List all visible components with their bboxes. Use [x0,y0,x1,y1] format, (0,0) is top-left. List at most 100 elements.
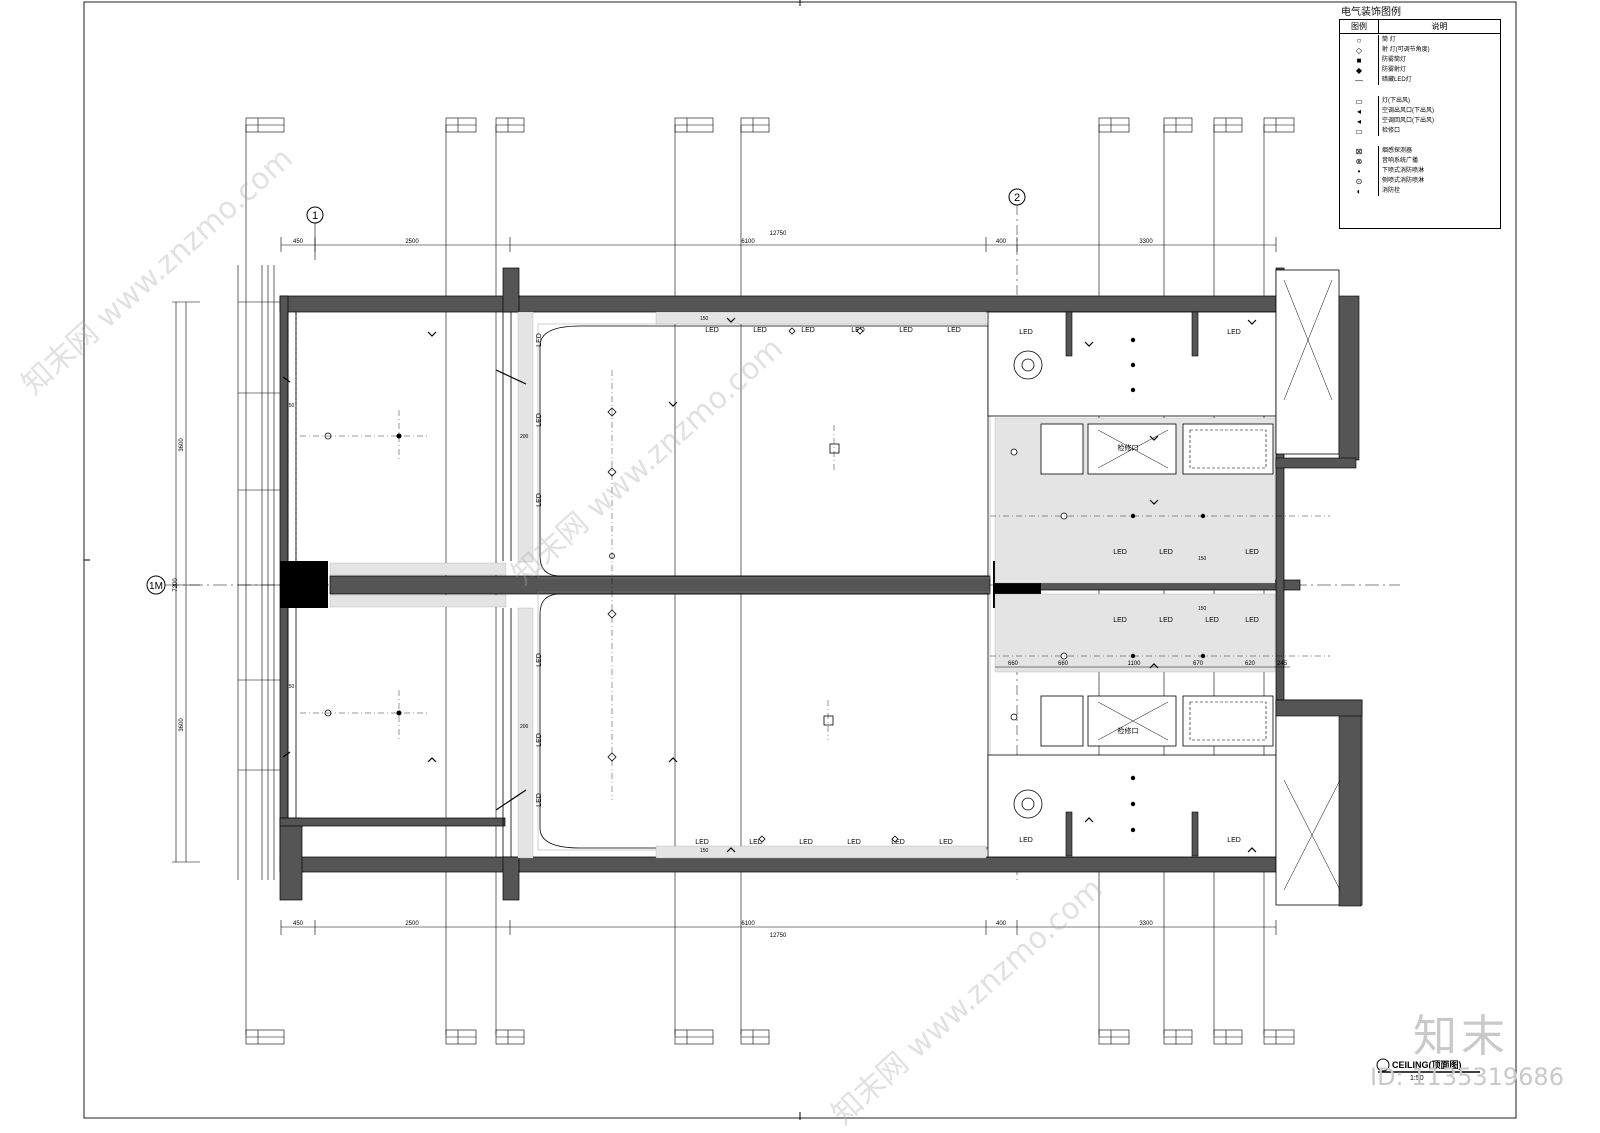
legend-table: 图例 说明 ○筒 灯◇射 灯(可调节角度)■防雾筒灯◆防雾射灯—暗藏LED灯▭灯… [1339,19,1501,229]
dim-mid-0: 660 [1008,661,1019,667]
bar-icon: ▭ [1340,96,1379,106]
led-label: LED [1113,617,1127,624]
line-icon: — [1340,75,1379,85]
legend-row-text: 灯(下出风) [1382,98,1410,104]
dim-mid-3: 670 [1193,661,1204,667]
legend-row-text: 下喷式消防喷淋 [1382,168,1425,174]
dot-icon: • [1340,166,1379,176]
circle-cross-icon: ⊗ [1340,156,1379,166]
legend-header-symbol: 图例 [1340,20,1379,33]
half-circle-icon: ◐ [1340,186,1379,196]
column-left [280,561,328,608]
dim-offset-1: 250 [286,684,295,690]
legend-row-text: 空调回风口(下出风) [1382,118,1434,124]
dim-bottom-2: 6100 [741,921,755,927]
circle-dot-icon: ⊙ [1340,176,1379,186]
grid-label-1: 1 [312,210,318,222]
dim-left-1: 7200 [173,578,179,592]
legend-row: —暗藏LED灯 [1340,75,1500,85]
dim-small-5: 150 [1198,606,1207,612]
access-label-top: 检修口 [1118,443,1139,452]
legend-row: ⊙侧喷式消防喷淋 [1340,176,1500,186]
dim-offset-0: 250 [286,403,295,409]
led-label: LED [899,327,913,334]
dim-left-2: 3600 [179,718,185,732]
led-label: LED [1159,549,1173,556]
led-label: LED [847,839,861,846]
arrow-left-icon: ◂ [1340,116,1379,126]
legend-row: ⊠烟感探测器 [1340,146,1500,156]
legend-row: ▭灯(下出风) [1340,96,1500,106]
led-label: LED [749,839,763,846]
dim-top-1: 2500 [405,239,419,245]
dim-bottom-4: 3300 [1139,921,1153,927]
led-label-vertical: LED [536,733,543,747]
legend-row: ◐消防栓 [1340,186,1500,196]
led-label: LED [1019,329,1033,336]
led-label: LED [799,839,813,846]
legend-row-text: 暗藏LED灯 [1382,77,1412,83]
dim-mid-4: 620 [1245,661,1256,667]
led-label: LED [801,327,815,334]
led-label: LED [695,839,709,846]
dim-small-1: 150 [700,848,709,854]
legend-row-text: 消防栓 [1382,188,1401,194]
legend-row: ◆防雾射灯 [1340,65,1500,75]
led-label: LED [1245,549,1259,556]
legend-row: ◂空调回风口(下出风) [1340,116,1500,126]
dim-mid-1: 660 [1058,661,1069,667]
led-label: LED [939,839,953,846]
legend-header: 图例 说明 [1340,20,1500,34]
arrow-left-icon: ◂ [1340,106,1379,116]
drawing-title-bubble [1376,1058,1390,1072]
legend-row: ■防雾筒灯 [1340,55,1500,65]
bar-icon: ▭ [1340,126,1379,136]
led-label-vertical: LED [536,653,543,667]
legend-row-text: 防雾筒灯 [1382,57,1407,63]
dim-small-4: 150 [1198,556,1207,562]
led-label: LED [1205,617,1219,624]
led-label-vertical: LED [536,493,543,507]
legend-row: ◇射 灯(可调节角度) [1340,45,1500,55]
filled-diamond-icon: ◆ [1340,65,1379,75]
legend-row-text: 烟感探测器 [1382,148,1413,154]
legend-row-text: 检修口 [1382,128,1401,134]
dim-small-2: 200 [520,434,529,440]
led-label: LED [891,839,905,846]
dim-left-0: 3600 [179,438,185,452]
legend-row: ○筒 灯 [1340,35,1500,45]
dimension-left [172,265,275,880]
dim-mid-5: 245 [1277,661,1288,667]
bottom-callout-tags [245,1029,1295,1045]
dim-top-2: 6100 [741,239,755,245]
watermark-id: ID: 1135319686 [1370,1063,1564,1091]
legend-row: •下喷式消防喷淋 [1340,166,1500,176]
square-cross-icon: ⊠ [1340,146,1379,156]
legend-header-desc: 说明 [1431,22,1448,31]
grid-label-1m: 1M [149,581,163,592]
speaker-icons [1013,350,1043,819]
access-label-bottom: 检修口 [1118,726,1139,735]
dim-small-3: 200 [520,724,529,730]
led-label: LED [705,327,719,334]
led-label: LED [1019,837,1033,844]
dim-top-total: 12750 [770,231,787,237]
dim-bottom-3: 400 [996,921,1007,927]
led-label-vertical: LED [536,333,543,347]
legend-row: ⊗音响系统广播 [1340,156,1500,166]
legend-row-text: 空调出风口(下出风) [1382,108,1434,114]
leader-arrows [282,317,1257,853]
led-label-vertical: LED [536,413,543,427]
led-label: LED [1113,549,1127,556]
legend-row: ▭检修口 [1340,126,1500,136]
watermark-brand: 知末 [1413,1011,1509,1062]
legend-row-text: 音响系统广播 [1382,158,1419,164]
legend-row-text: 侧喷式消防喷淋 [1382,178,1425,184]
dim-mid-2: 1100 [1128,661,1142,667]
dim-top-0: 450 [293,239,304,245]
dim-bottom-1: 2500 [405,921,419,927]
small-circle-icon: ○ [1340,35,1379,45]
led-labels: LED LED LED LED LED LED LED LED LED LED LED LED LED L… [536,327,1259,846]
dimension-bottom [280,920,1277,935]
